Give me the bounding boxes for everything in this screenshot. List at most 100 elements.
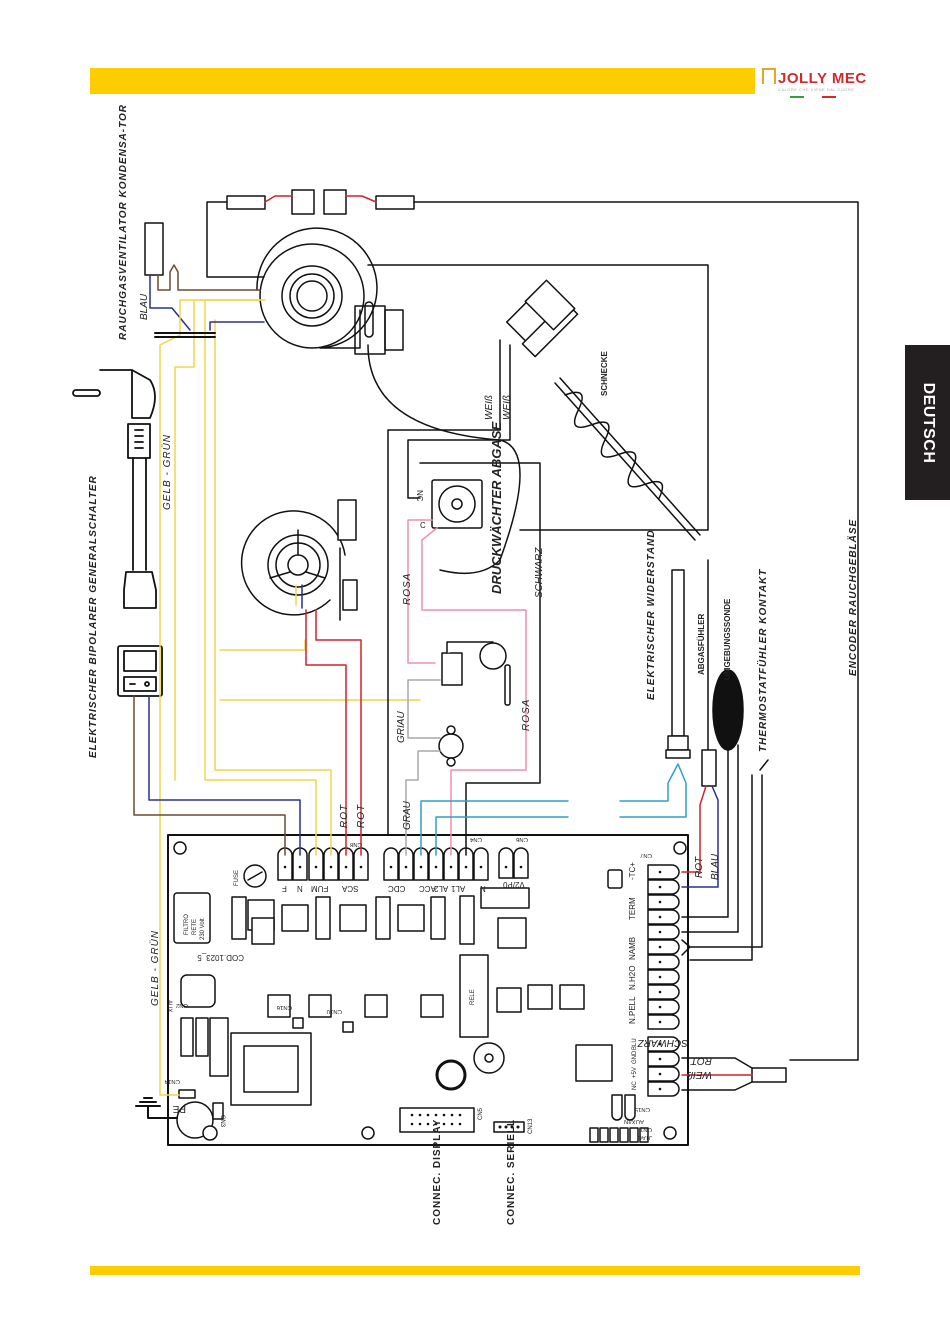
auger-motor [505,279,579,358]
optocoupler [527,984,553,1010]
microcontroller [575,1044,613,1082]
cn13-label: CN13 [528,1118,534,1134]
convection-fan [240,499,358,621]
pin-label-nh2o: N.H2O [628,965,637,990]
pressure-switch-wires [419,462,541,856]
wire-label-blau-tc: BLAU [710,853,721,880]
relay-block [397,904,425,932]
ambient-probe [681,669,744,933]
relay-block [497,917,527,949]
battery [435,1059,467,1091]
safety-thermostat [441,641,511,706]
transformer-core [243,1045,299,1093]
language-tab[interactable]: DEUTSCH [905,345,950,500]
wire-label-grau: GRAU [402,801,413,830]
pin-label-term: TERM [628,897,637,920]
cn14-label: CN14 [164,1078,180,1084]
brand-name: JOLLY MEC [778,70,867,87]
mains-plug-icon [72,369,157,609]
cn16 [292,1017,304,1029]
aux-connector [180,974,216,1008]
v2-block [480,887,530,909]
cn10-label: CN10 [326,1008,342,1014]
blue-wire-neutral [148,321,301,856]
cn3 [212,1102,224,1120]
rele-label: RELE [470,989,476,1005]
optocoupler [308,994,332,1018]
main-switch-label: ELEKTRISCHER BIPOLARER GENERALSCHALTER [88,475,99,758]
pin-label-tc: -TC+ [628,862,637,880]
wire-label-rosa-1: ROSA [402,572,413,605]
wire-label-rot-2: ROT [356,803,367,828]
pin-label-npell: N.PELL [628,996,637,1024]
brown-wire-live [133,695,286,856]
filter-label-3: 230 Volt [200,918,206,940]
wire-label-weiss-enc: WEIß [687,1069,712,1080]
pressure-switch-label-text: DRUCKWÄCHTER ABGASE [489,421,504,594]
cn6-label: CN6 [515,836,528,842]
encoder-wires [206,201,859,1061]
wire-label-rosa-2: ROSA [521,698,532,731]
optocoupler [496,987,522,1013]
board-components [173,864,649,1143]
wire-label-schwarz-ps: SCHWARZ [534,547,545,598]
flag-green-stripe [790,96,804,98]
cn1-label: CN1 [639,1126,652,1132]
terminal-block-cn7 [647,864,680,1097]
house-icon [762,68,776,84]
thermostat-contact [681,759,769,961]
cap-block [195,1017,209,1057]
main-switch [117,645,163,697]
grey-wire [405,679,441,856]
cn16-label: CN16 [276,1004,292,1010]
pink-wire [407,519,527,856]
footer-yellow-bar [90,1266,860,1275]
cable-clamp [154,332,216,338]
display-connector-cn5 [399,1107,475,1133]
terminal-dots [283,865,523,869]
board-code: COD.1023_5 [197,953,244,962]
encoder-red-leads [264,195,377,203]
wire-label-rot-1: ROT [339,803,350,828]
flue-probe-label: ABGASFÜHLER [697,613,706,675]
cn7-label: CN7 [639,852,652,858]
mount-hole [673,841,687,855]
aux-label: AUX [166,1000,172,1013]
wire-label-weiss-2: WEIß [502,395,513,420]
pin-label-cdc: CDC [388,884,406,893]
serial-connector-cn13 [493,1121,525,1133]
filter-label-2: RETE [192,918,198,935]
pe-label: PE [172,1103,186,1114]
terminal-block-cn6 [498,847,529,879]
pin-label-blu: BLU [632,1038,638,1050]
jtag-label: JTAG [637,1134,652,1140]
brown-wire-cap [157,264,261,291]
cyan-wire [420,763,687,856]
wire-label-gelb-gruen-plug: GELB - GRÜN [162,433,173,510]
optocoupler [420,994,444,1018]
cn2-label: CN2 [175,1002,188,1008]
ambient-probe-label: UMGEBUNGSSONDE [723,598,732,680]
pin-label-sca: SCA [342,884,359,893]
terminal-block-cn8 [277,847,369,881]
relay-block [339,904,367,932]
fuse-label: FUSE [234,869,240,886]
encoder-label: ENCODER RAUCHGEBLÄSE [848,518,859,676]
encoder-sensor [751,1067,787,1083]
electric-heater [665,569,691,759]
wire-label-rot-tc: ROT [694,856,705,878]
cn14 [178,1089,196,1099]
pin-label-namb: NAMB [628,936,637,960]
relay-block [315,896,331,940]
board-outline [167,834,689,1146]
wire-label-rot-enc: ROT [690,1055,712,1066]
relay-block [251,917,275,945]
wire-label-c: C [420,521,426,530]
side-terminal-dots [658,870,662,1091]
flue-probe [701,559,717,787]
mount-hole [663,1126,677,1140]
pin-label-al2: AL2 [434,884,449,893]
optocoupler [267,994,291,1018]
red-wire-fan [305,609,362,856]
relay-block [231,896,247,940]
